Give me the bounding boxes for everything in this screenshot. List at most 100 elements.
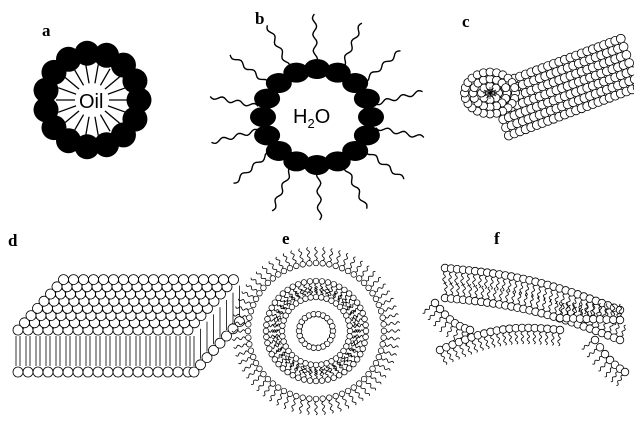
tail-line: [515, 332, 518, 344]
head-group: [307, 396, 313, 402]
tail-line: [582, 342, 592, 349]
tail-line: [272, 166, 292, 211]
tail-line: [354, 324, 363, 327]
head-group: [63, 367, 73, 377]
head-group: [307, 378, 313, 384]
tail-line: [242, 291, 254, 297]
head-group: [313, 378, 319, 384]
tail-line: [558, 334, 561, 346]
oil-core-label: Oil: [79, 91, 103, 113]
tail-line: [509, 333, 512, 345]
head-group: [13, 367, 23, 377]
tail-line: [329, 401, 333, 414]
tail-line: [342, 23, 362, 68]
head-group: [347, 334, 353, 340]
head-group: [265, 376, 271, 382]
tail-line: [527, 332, 529, 344]
tail-line: [500, 289, 503, 301]
tail-line: [234, 152, 272, 184]
head-group: [351, 295, 357, 301]
head-group: [345, 268, 351, 274]
head-group: [366, 285, 372, 291]
tail-line: [478, 339, 483, 351]
tail-line: [337, 251, 341, 264]
tail-line: [605, 368, 613, 377]
tail-line: [466, 343, 471, 354]
head-group: [373, 360, 379, 366]
tail-line: [269, 334, 278, 337]
tail-line: [467, 274, 470, 286]
panel-d-label: d: [8, 231, 18, 250]
tail-line: [304, 285, 308, 294]
head-group: [356, 381, 362, 387]
head-group: [362, 340, 368, 346]
head-group: [380, 341, 386, 347]
head-group: [266, 346, 272, 352]
head-group: [270, 276, 276, 282]
tail-line: [592, 356, 602, 364]
tail-line: [443, 272, 446, 284]
tail-line: [533, 332, 536, 344]
tail-line: [379, 291, 391, 298]
tail-line: [267, 25, 290, 69]
head-group: [265, 280, 271, 286]
head-group: [247, 315, 253, 321]
head-group: [281, 388, 287, 394]
head-group: [313, 294, 319, 300]
tail-line: [344, 165, 367, 209]
tail-line: [322, 247, 325, 260]
head-group: [346, 291, 352, 297]
head-group: [272, 357, 278, 363]
tail-line: [274, 317, 281, 320]
head-group: [301, 280, 307, 286]
head-group: [272, 300, 278, 306]
tail-line: [350, 257, 356, 269]
tail-line: [263, 266, 272, 276]
tail-line: [352, 314, 360, 319]
head-group: [354, 89, 380, 109]
tail-line: [257, 272, 266, 281]
head-group: [351, 272, 357, 278]
head-group: [360, 346, 366, 352]
head-group: [373, 296, 379, 302]
tail-line: [460, 346, 466, 357]
tail-line: [539, 332, 542, 344]
head-group: [229, 275, 239, 285]
tail-line: [238, 299, 250, 304]
head-group: [556, 326, 564, 334]
head-group: [246, 335, 252, 341]
head-group: [376, 354, 382, 360]
head-group: [293, 263, 299, 269]
head-group: [356, 276, 362, 282]
tail-line: [506, 290, 509, 302]
head-group: [320, 261, 326, 267]
head-group: [336, 372, 342, 378]
head-group: [275, 272, 281, 278]
tail-line: [230, 55, 269, 85]
head-group: [43, 367, 53, 377]
head-group: [347, 328, 353, 334]
head-group: [381, 335, 387, 341]
tail-line: [355, 261, 362, 272]
head-group: [199, 275, 209, 285]
tail-line: [371, 278, 381, 287]
tail-line: [292, 399, 296, 412]
tail-line: [508, 280, 511, 292]
vesicle-diagram: [232, 247, 400, 415]
tail-line: [475, 285, 478, 297]
tail-line: [559, 302, 562, 314]
tail-line: [238, 358, 250, 364]
tail-line: [349, 394, 356, 406]
tail-line: [587, 349, 597, 356]
bilayer-fragments-diagram: [423, 264, 629, 385]
head-group: [69, 275, 79, 285]
tail-line: [351, 342, 358, 345]
tail-line: [299, 401, 302, 414]
head-group: [326, 395, 332, 401]
head-group: [169, 275, 179, 285]
tail-line: [387, 322, 400, 326]
head-group: [83, 367, 93, 377]
tail-line: [543, 298, 546, 310]
head-group: [290, 284, 296, 290]
head-group: [596, 344, 604, 352]
